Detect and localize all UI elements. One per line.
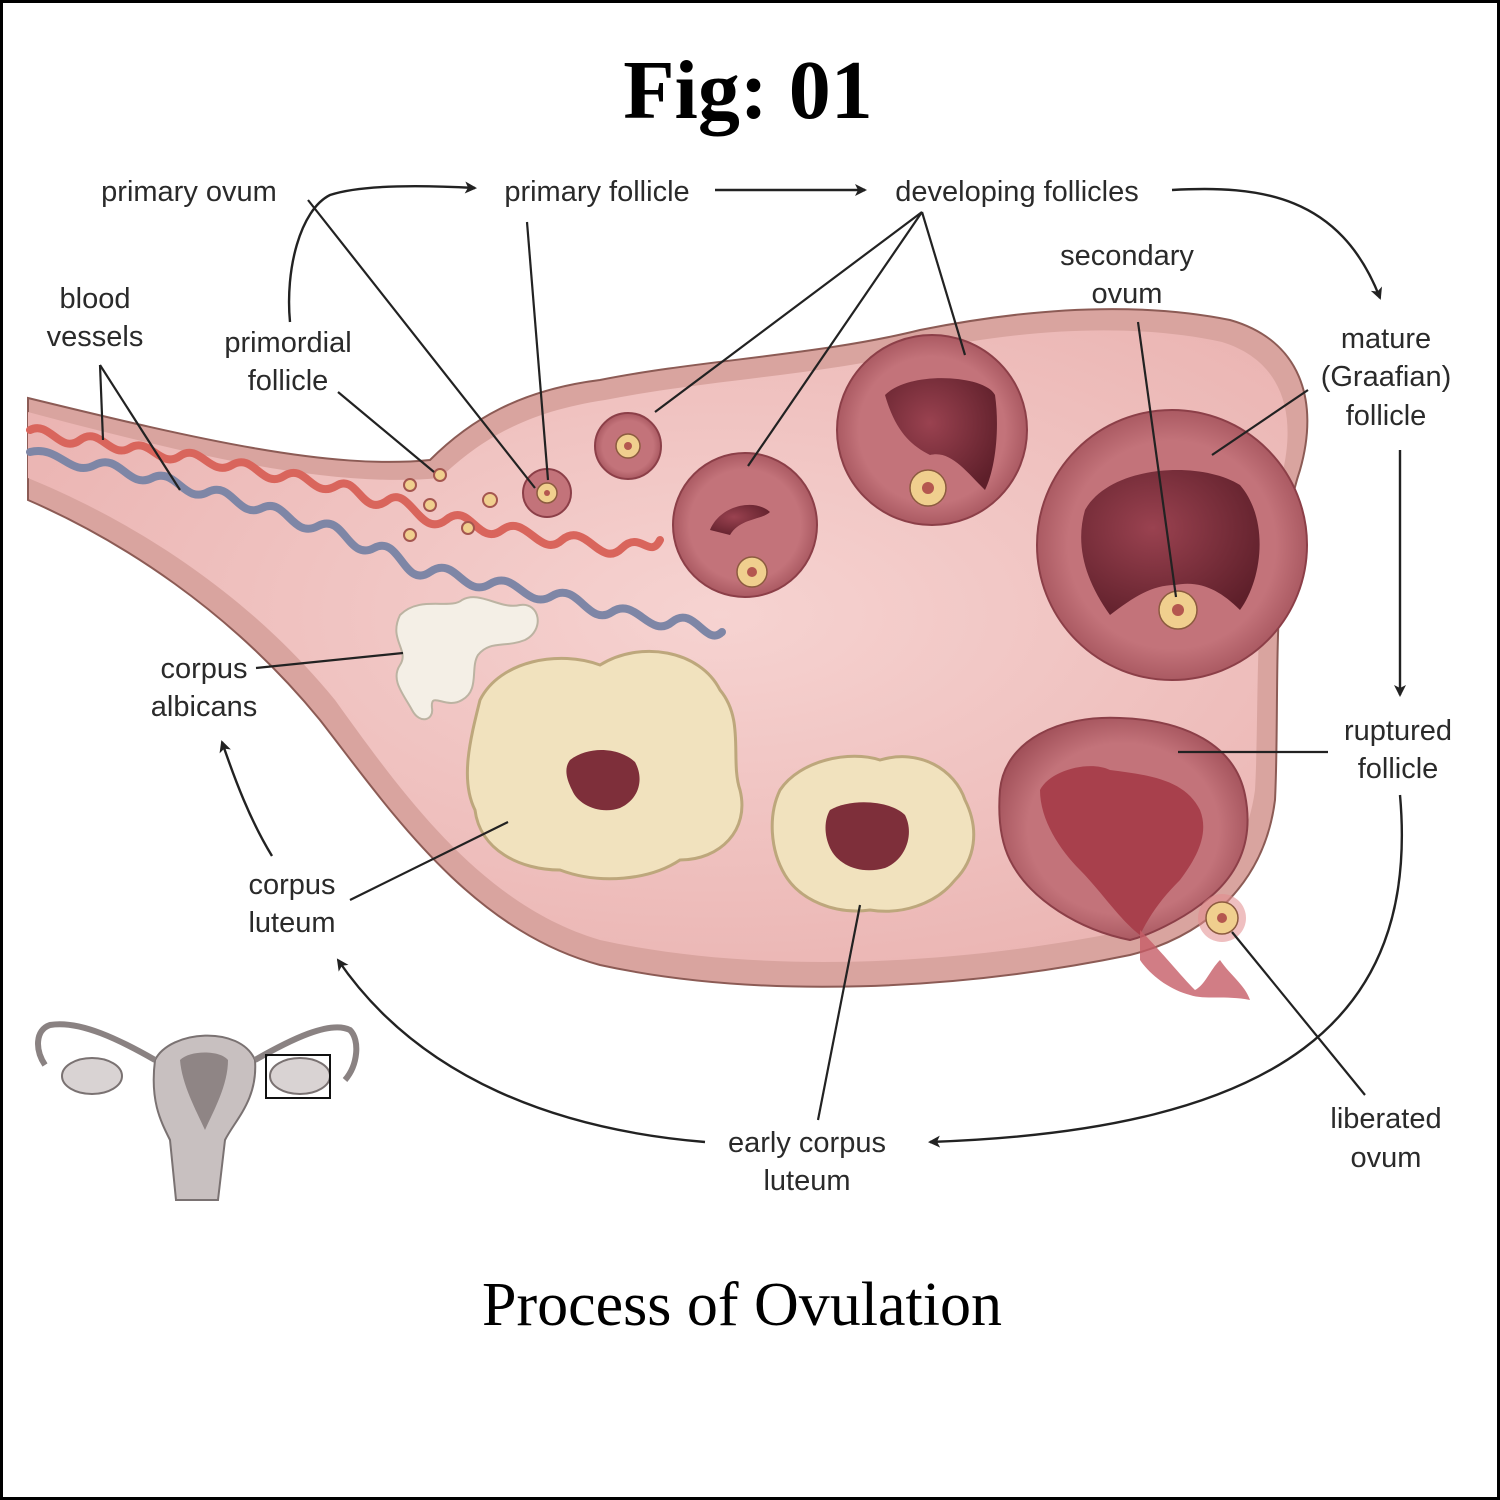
corpus-luteum-core (566, 750, 640, 811)
figure-caption: Process of Ovulation (482, 1271, 1002, 1339)
label-corpus-albicans-line2: albicans (151, 691, 257, 723)
label-primordial-follicle-line2: follicle (248, 365, 329, 397)
early-corpus-luteum-core (825, 802, 909, 871)
labels: primary ovum primary follicle developing… (47, 176, 1452, 1197)
label-mature-follicle-line2: (Graafian) (1321, 361, 1452, 393)
label-primary-follicle: primary follicle (504, 176, 689, 208)
developing-follicle-2 (672, 452, 818, 598)
vein (26, 447, 726, 640)
ovary-illustration (26, 308, 1309, 1000)
label-corpus-luteum-line2: luteum (248, 907, 335, 939)
artery (26, 424, 664, 558)
developing-follicle-3 (836, 334, 1028, 526)
primordial-follicles (403, 468, 498, 542)
label-early-corpus-luteum-line1: early corpus (728, 1127, 886, 1159)
label-liberated-ovum-line2: ovum (1351, 1142, 1422, 1174)
label-blood-vessels-line1: blood (60, 283, 131, 315)
figure-title: Fig: 01 (623, 44, 873, 137)
label-mature-follicle-line3: follicle (1346, 400, 1427, 432)
label-liberated-ovum-line1: liberated (1330, 1103, 1441, 1135)
label-primordial-follicle-line1: primordial (224, 327, 351, 359)
graafian-follicle-shape (1036, 409, 1308, 681)
developing-follicle-1 (594, 412, 662, 480)
label-blood-vessels-line2: vessels (47, 321, 144, 353)
liberated-ovum-shape (1198, 894, 1246, 942)
label-secondary-ovum-line1: secondary (1060, 240, 1194, 272)
label-developing-follicles: developing follicles (895, 176, 1138, 208)
label-mature-follicle-line1: mature (1341, 323, 1431, 355)
flow-arrows (219, 181, 1406, 1148)
leader-lines (98, 199, 1366, 1121)
uterus-inset (35, 1021, 360, 1201)
label-ruptured-follicle-line1: ruptured (1344, 715, 1452, 747)
corpus-albicans-shape (395, 596, 539, 721)
primary-follicle-shape (522, 468, 572, 518)
label-corpus-luteum-line1: corpus (248, 869, 335, 901)
label-corpus-albicans-line1: corpus (160, 653, 247, 685)
inset-highlight-box (265, 1054, 331, 1099)
ruptured-follicle-shape (998, 716, 1250, 1000)
label-secondary-ovum-line2: ovum (1092, 278, 1163, 310)
label-primary-ovum: primary ovum (101, 176, 277, 208)
label-ruptured-follicle-line2: follicle (1358, 753, 1439, 785)
label-early-corpus-luteum-line2: luteum (763, 1165, 850, 1197)
